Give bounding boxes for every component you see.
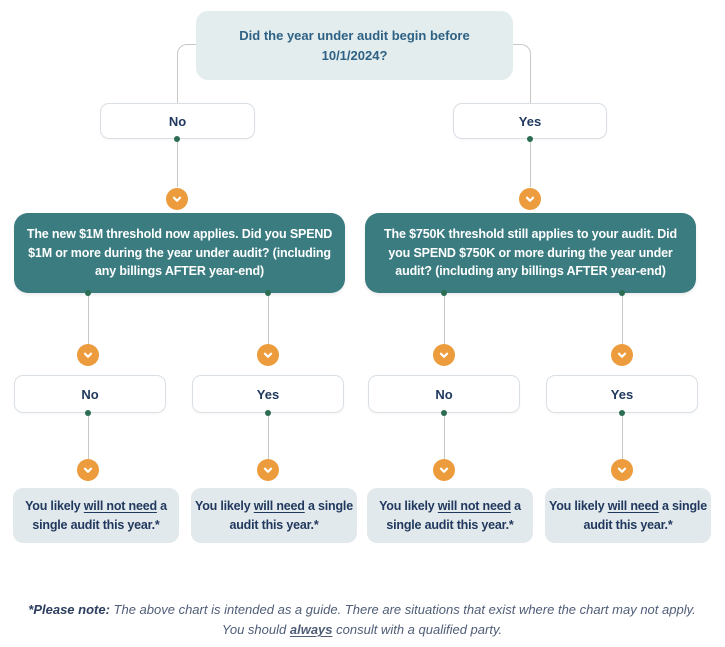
connector-dot — [619, 410, 625, 416]
connector-line — [268, 295, 269, 344]
answer-box-yes-left: Yes — [192, 375, 344, 413]
chevron-down-badge — [433, 459, 455, 481]
chevron-down-icon — [83, 467, 93, 473]
footnote-text-before: The above chart is intended as a guide. … — [109, 602, 696, 638]
answer-label: Yes — [256, 386, 280, 402]
chevron-down-badge — [77, 459, 99, 481]
answer-label: No — [81, 386, 99, 402]
answer-box-yes-level1: Yes — [453, 103, 607, 139]
connector-line — [622, 415, 623, 459]
chevron-down-badge — [611, 344, 633, 366]
connector-elbow-left — [177, 44, 197, 104]
chevron-down-badge — [166, 188, 188, 210]
connector-dot — [85, 290, 91, 296]
answer-label: Yes — [518, 113, 542, 129]
connector-dot — [85, 410, 91, 416]
root-question-box: Did the year under audit begin before 10… — [196, 11, 513, 80]
outcome-text: You likely will not need a single audit … — [25, 499, 167, 532]
outcome-box-no-audit-right: You likely will not need a single audit … — [367, 488, 533, 543]
outcome-box-audit-left: You likely will need a single audit this… — [191, 488, 357, 543]
chevron-down-badge — [519, 188, 541, 210]
answer-box-no-level1: No — [100, 103, 255, 139]
outcome-box-audit-right: You likely will need a single audit this… — [545, 488, 711, 543]
connector-line — [622, 295, 623, 344]
chevron-down-icon — [439, 352, 449, 358]
answer-label: No — [435, 386, 453, 402]
footnote: *Please note: The above chart is intende… — [26, 600, 698, 640]
connector-line — [444, 415, 445, 459]
answer-label: Yes — [610, 386, 634, 402]
chevron-down-icon — [617, 352, 627, 358]
chevron-down-badge — [77, 344, 99, 366]
threshold-question-text: The $750K threshold still applies to you… — [384, 226, 677, 279]
answer-box-no-right: No — [368, 375, 520, 413]
footnote-label: *Please note: — [28, 602, 110, 617]
outcome-box-no-audit-left: You likely will not need a single audit … — [13, 488, 179, 543]
connector-dot — [527, 136, 533, 142]
connector-line — [88, 415, 89, 459]
connector-line — [444, 295, 445, 344]
connector-line — [88, 295, 89, 344]
footnote-text-after: consult with a qualified party. — [332, 622, 503, 638]
connector-dot — [174, 136, 180, 142]
connector-dot — [441, 410, 447, 416]
root-question-text: Did the year under audit begin before 10… — [239, 28, 470, 63]
connector-line — [530, 141, 531, 187]
connector-elbow-right — [513, 44, 531, 104]
connector-line — [268, 415, 269, 459]
chevron-down-icon — [439, 467, 449, 473]
connector-dot — [265, 410, 271, 416]
outcome-text: You likely will not need a single audit … — [379, 499, 521, 532]
connector-dot — [619, 290, 625, 296]
chevron-down-badge — [257, 459, 279, 481]
connector-line — [177, 141, 178, 187]
threshold-question-box-750k: The $750K threshold still applies to you… — [365, 213, 696, 293]
footnote-emphasis: always — [289, 622, 333, 638]
chevron-down-icon — [263, 352, 273, 358]
outcome-text: You likely will need a single audit this… — [195, 499, 353, 532]
chevron-down-icon — [525, 196, 535, 202]
connector-dot — [441, 290, 447, 296]
threshold-question-text: The new $1M threshold now applies. Did y… — [26, 226, 333, 279]
threshold-question-box-1m: The new $1M threshold now applies. Did y… — [14, 213, 345, 293]
chevron-down-icon — [83, 352, 93, 358]
chevron-down-badge — [257, 344, 279, 366]
answer-label: No — [168, 113, 187, 129]
chevron-down-icon — [263, 467, 273, 473]
chevron-down-icon — [617, 467, 627, 473]
chevron-down-badge — [611, 459, 633, 481]
chevron-down-icon — [172, 196, 182, 202]
connector-dot — [265, 290, 271, 296]
answer-box-no-left: No — [14, 375, 166, 413]
answer-box-yes-right: Yes — [546, 375, 698, 413]
outcome-text: You likely will need a single audit this… — [549, 499, 707, 532]
chevron-down-badge — [433, 344, 455, 366]
